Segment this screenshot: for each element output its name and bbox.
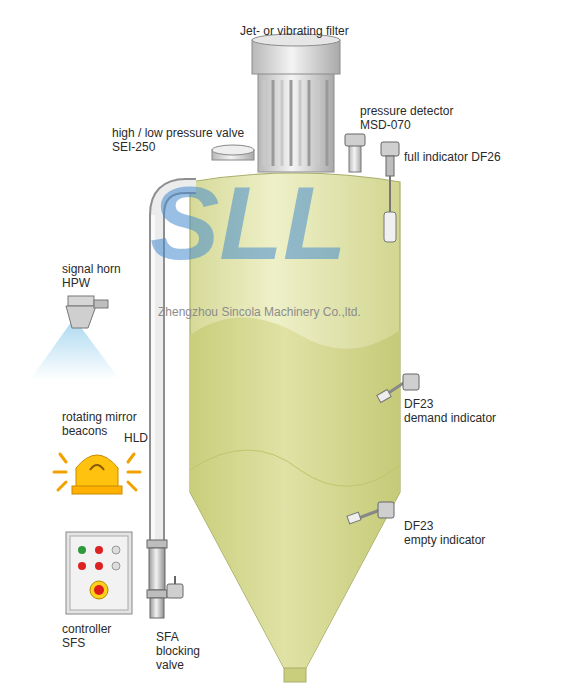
- horn-body: [66, 306, 96, 328]
- full-indicator: [381, 142, 399, 242]
- part-label: high / low pressure valve: [112, 126, 244, 140]
- horn-bracket: [94, 300, 108, 308]
- filter-bag: [263, 80, 266, 166]
- part-code: SFS: [62, 636, 85, 650]
- valve-outlet: [150, 598, 164, 618]
- valve-actuator: [167, 584, 183, 598]
- emergency-ring: [90, 581, 108, 599]
- cabinet-door: [70, 536, 128, 610]
- filter-bag: [299, 80, 302, 166]
- part-label: blocking: [156, 644, 200, 658]
- valve-flange: [147, 590, 167, 598]
- part-label: valve: [156, 658, 184, 672]
- valve-flange: [147, 540, 167, 548]
- controller-cabinet: [66, 532, 132, 614]
- paddle: [377, 390, 391, 403]
- part-label: pressure detector: [360, 104, 453, 118]
- lamp-red: [95, 562, 103, 570]
- part-label: signal horn: [62, 262, 121, 276]
- lamp-white: [112, 546, 120, 554]
- indicator-probe: [384, 212, 396, 242]
- lamp-white: [112, 562, 120, 570]
- pressure-valve: [212, 145, 254, 160]
- indicator-head: [381, 142, 399, 156]
- watermark: Zhengzhou Sincola Machinery Co.,ltd.: [158, 305, 361, 319]
- emergency-button: [94, 585, 104, 595]
- indicator-rod: [389, 176, 391, 212]
- lamp-red: [95, 546, 103, 554]
- beacon-base: [72, 486, 122, 494]
- blocking-valve: [147, 540, 183, 618]
- filter-bags: [264, 80, 327, 166]
- watermark: SLL: [150, 168, 346, 278]
- horn-mount: [68, 296, 94, 306]
- part-label: rotating mirror: [62, 410, 137, 424]
- filter-bag: [308, 80, 311, 166]
- part-label: demand indicator: [404, 411, 496, 425]
- signal-horn: [30, 296, 120, 380]
- filter-housing: [258, 72, 334, 172]
- silo-outlet: [284, 668, 306, 682]
- bulk-material: [190, 318, 400, 669]
- filter-bag: [272, 80, 275, 166]
- beacon-rays: [54, 454, 140, 490]
- rotating-beacon: [54, 454, 140, 494]
- detector-head: [345, 134, 365, 146]
- cabinet: [66, 532, 132, 614]
- part-code: DF23: [404, 397, 433, 411]
- lamp-green: [78, 546, 86, 554]
- filter-bag: [326, 80, 329, 166]
- empty-indicator: [347, 502, 394, 524]
- part-label: Jet- or vibrating filter: [240, 24, 349, 38]
- beacon-dome: [76, 455, 118, 488]
- part-code: SFA: [156, 630, 179, 644]
- filter-bag: [281, 80, 284, 166]
- part-code: MSD-070: [360, 118, 411, 132]
- part-label: full indicator DF26: [404, 150, 501, 164]
- part-code: DF23: [404, 519, 433, 533]
- filter-bag: [317, 80, 320, 166]
- part-label: controller: [62, 622, 111, 636]
- part-label: beacons: [62, 424, 107, 438]
- pressure-detector: [345, 134, 365, 172]
- part-label: empty indicator: [404, 533, 485, 547]
- jet-filter: [252, 34, 340, 172]
- part-code: HLD: [124, 431, 148, 445]
- beacon-mirror: [90, 465, 104, 470]
- lamp-red: [78, 562, 86, 570]
- valve-lid: [212, 145, 254, 155]
- part-code: SEI-250: [112, 140, 155, 154]
- actuator-stem: [174, 576, 176, 584]
- indicator-head: [403, 374, 419, 390]
- material-wave: [190, 450, 400, 486]
- indicator-head: [378, 502, 394, 518]
- paddle: [347, 512, 361, 524]
- part-code: HPW: [62, 276, 90, 290]
- indicator-neck: [386, 156, 394, 176]
- valve-body: [149, 548, 165, 590]
- filter-bag: [290, 80, 293, 166]
